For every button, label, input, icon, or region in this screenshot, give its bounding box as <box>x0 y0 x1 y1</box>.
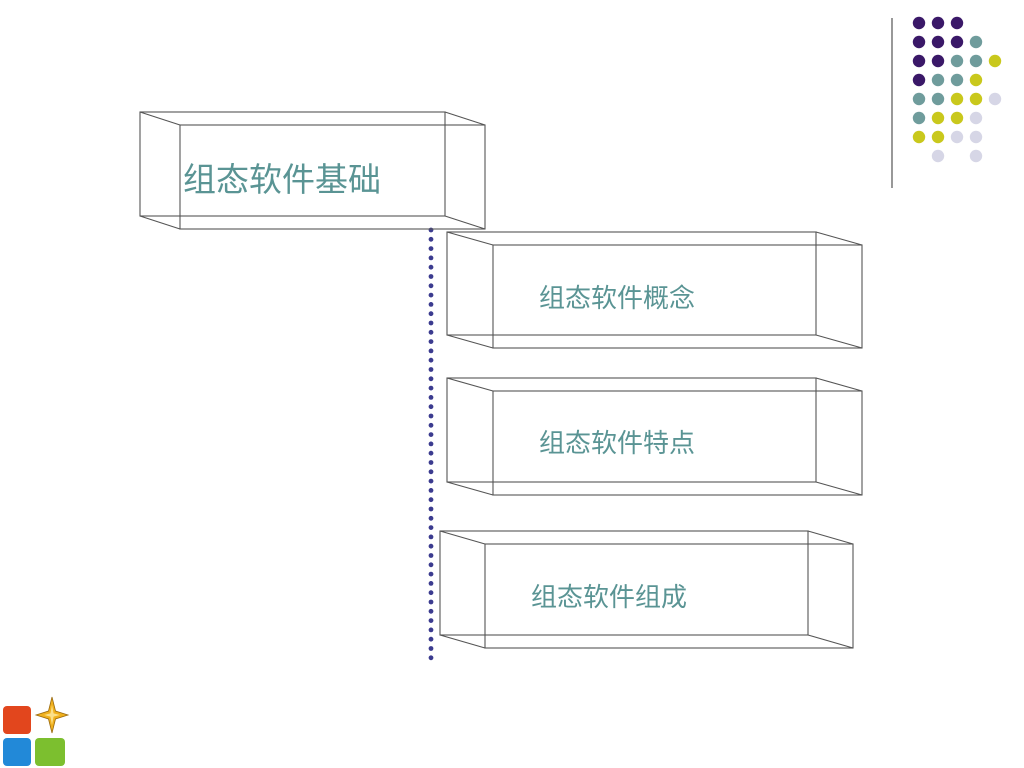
logo-icon <box>3 696 70 766</box>
title-box-frame <box>139 111 486 230</box>
item-box-frame-concept <box>446 231 863 349</box>
item-box-frame-features <box>446 377 863 496</box>
dotted-connector <box>428 227 434 661</box>
item-label-features: 组态软件特点 <box>539 429 696 459</box>
item-box-frame-composition <box>439 530 854 649</box>
dot-grid-icon <box>912 16 1002 163</box>
item-label-concept: 组态软件概念 <box>539 284 696 314</box>
item-label-composition: 组态软件组成 <box>531 583 688 613</box>
title-label: 组态软件基础 <box>183 160 381 199</box>
